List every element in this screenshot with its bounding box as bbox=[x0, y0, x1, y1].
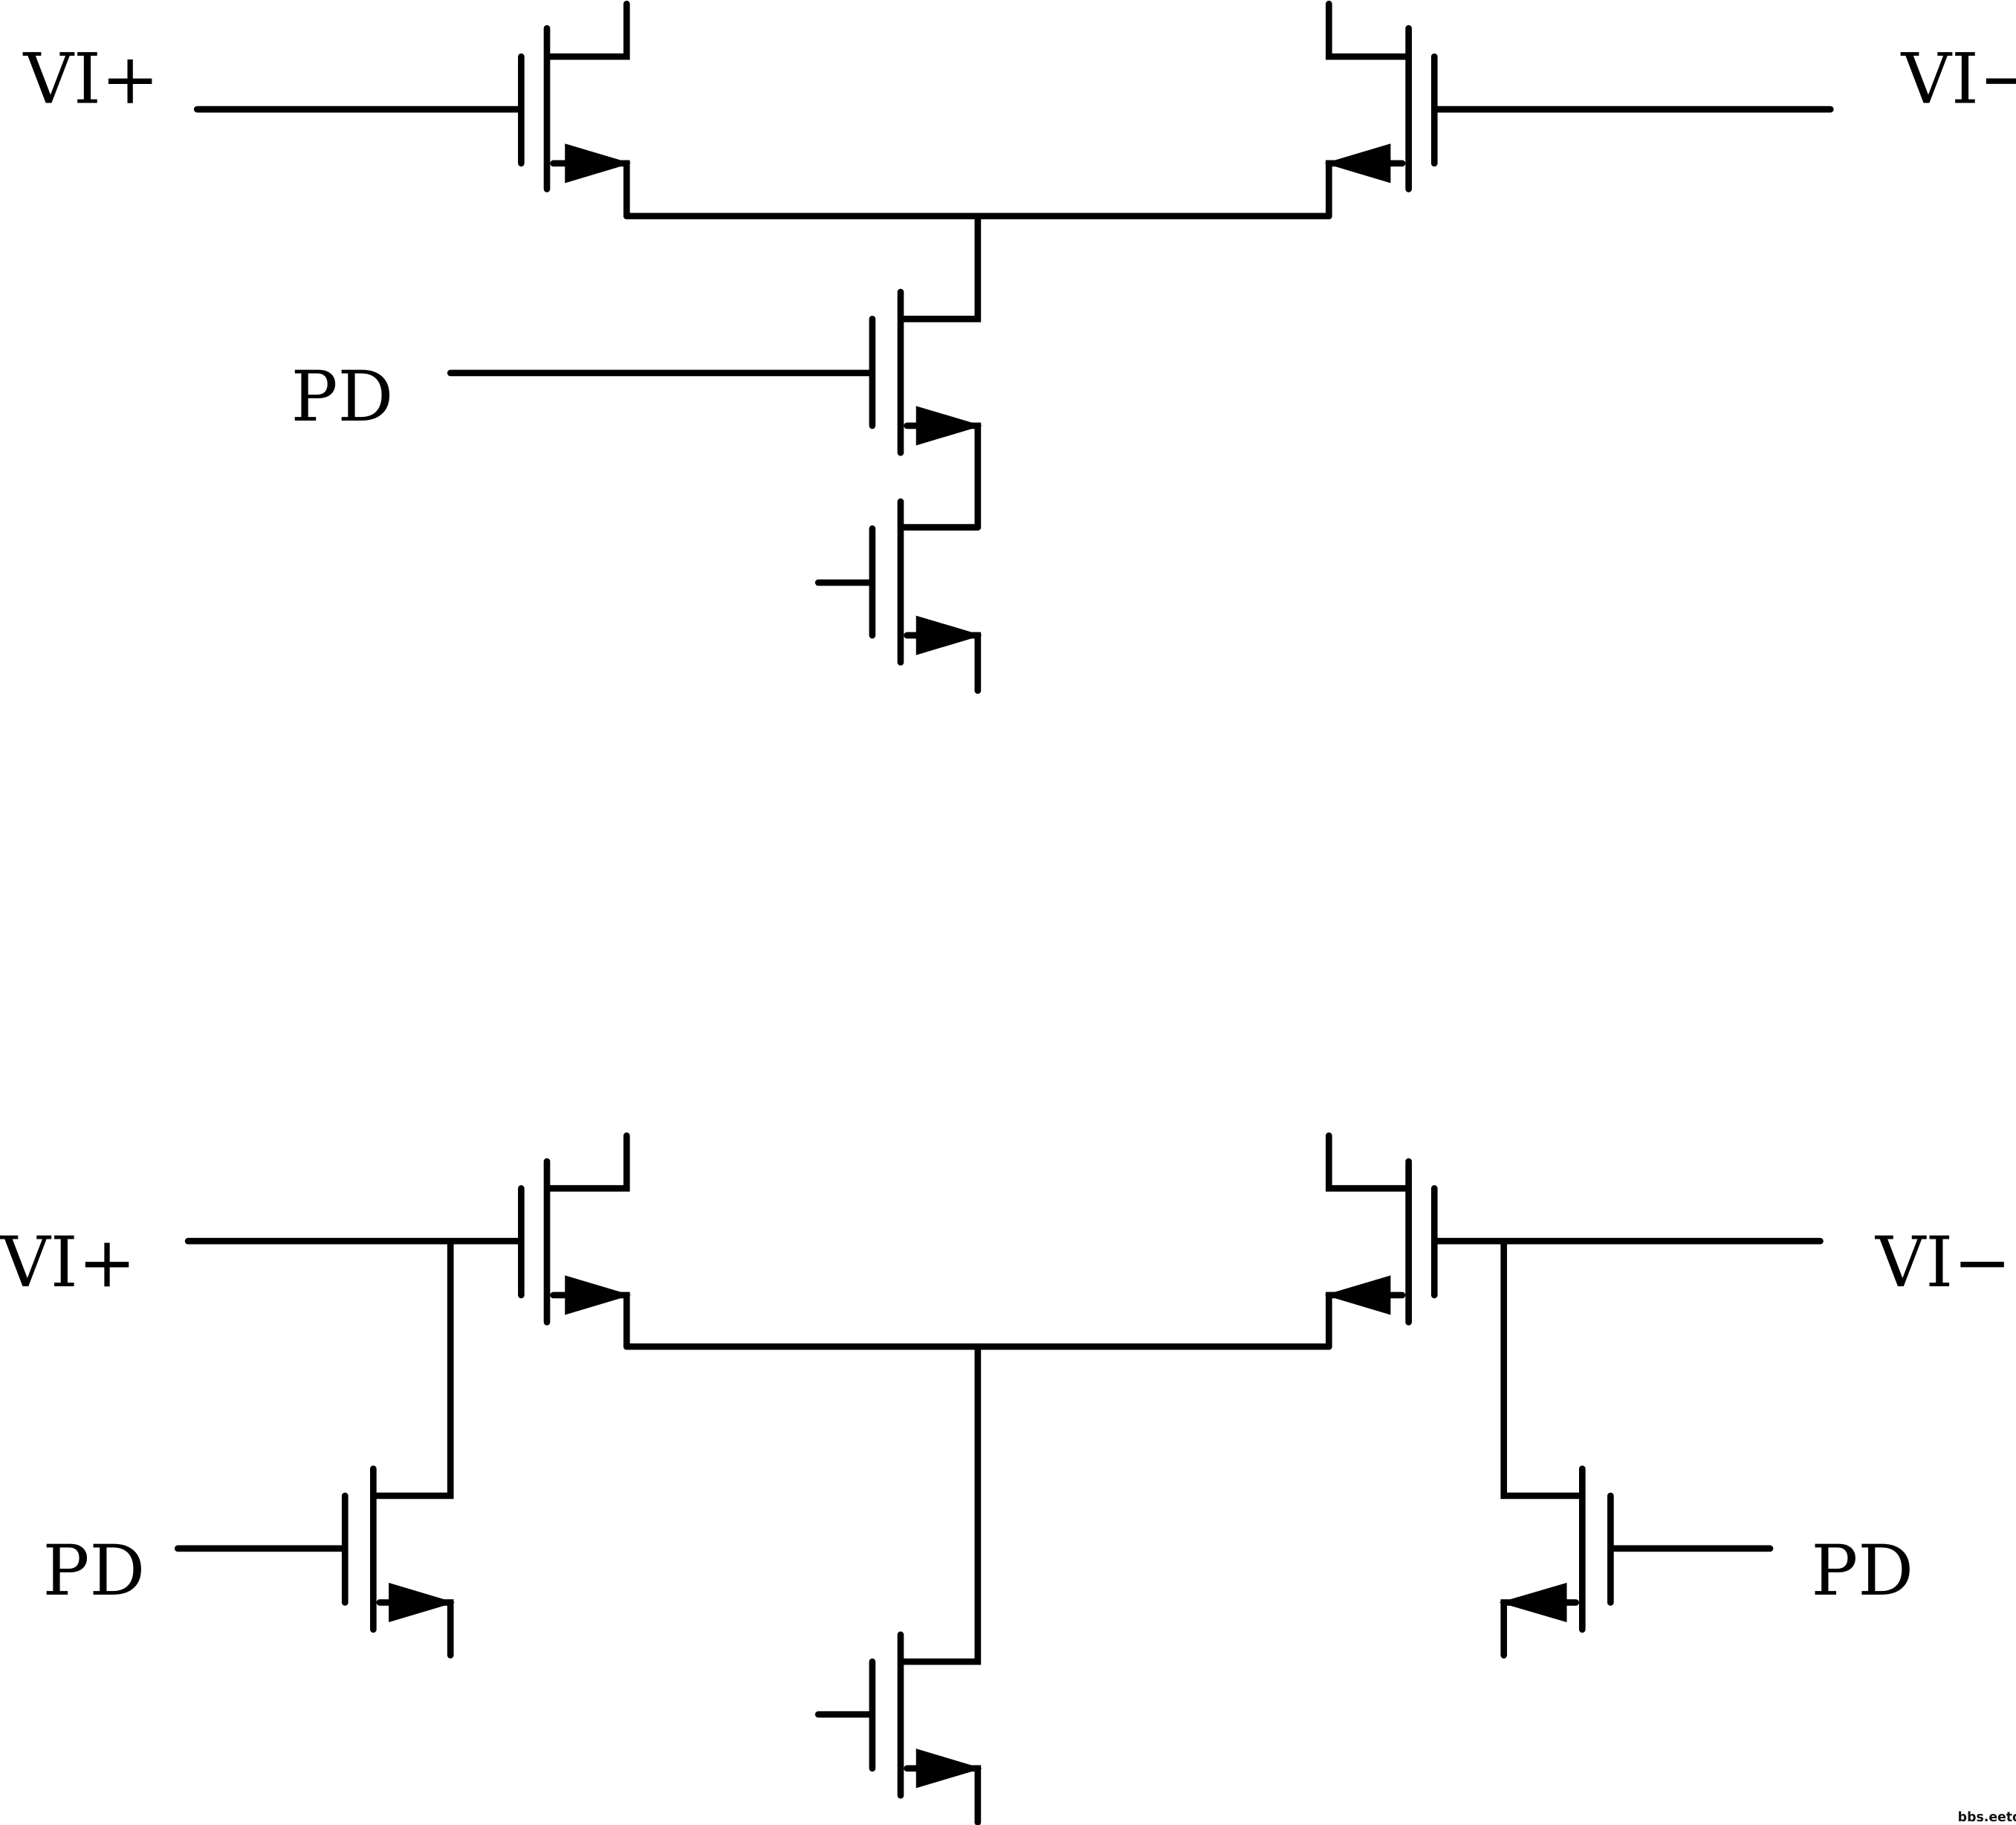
transistor-tail-source bbox=[814, 1343, 982, 1825]
label-pd-left: PD bbox=[43, 1531, 146, 1612]
transistor-input-left bbox=[184, 1132, 632, 1350]
label-pd: PD bbox=[291, 357, 394, 438]
transistor-input-right bbox=[1324, 0, 1834, 220]
transistor-pd-right bbox=[1499, 1237, 1774, 1659]
top-circuit: VI+ VI− PD bbox=[23, 0, 2016, 694]
label-pd-right: PD bbox=[1811, 1531, 1913, 1612]
transistor-input-right bbox=[1324, 1132, 1824, 1350]
label-vin-plus: VI+ bbox=[23, 39, 160, 120]
transistor-tail-source bbox=[814, 498, 982, 694]
transistor-pd-switch bbox=[447, 213, 982, 531]
transistor-input-left bbox=[193, 0, 632, 220]
label-vin-minus: VI− bbox=[1901, 39, 2016, 120]
bottom-circuit: VI+ VI− PD PD bbox=[0, 1132, 2012, 1825]
watermark: bbs.eetop.cn bbox=[1958, 1810, 2016, 1825]
transistor-pd-left bbox=[174, 1237, 456, 1659]
label-vin-minus: VI− bbox=[1875, 1222, 2012, 1303]
label-vin-plus: VI+ bbox=[0, 1222, 136, 1303]
